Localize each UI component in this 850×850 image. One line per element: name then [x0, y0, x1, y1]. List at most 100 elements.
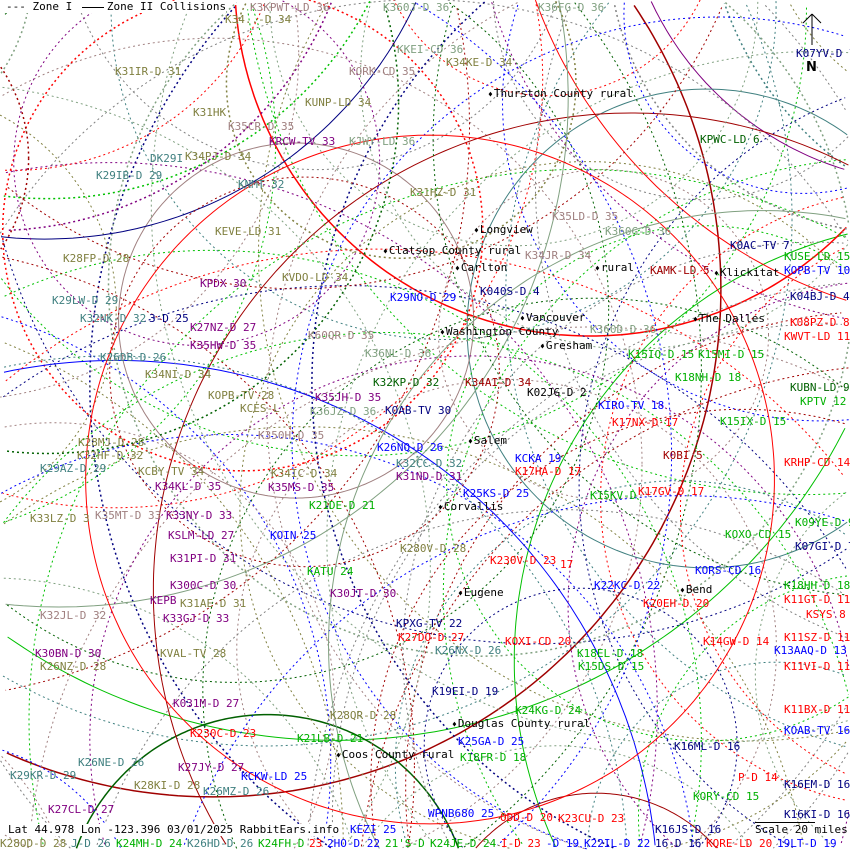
station-label[interactable]: K27NZ-D 27 — [190, 321, 257, 334]
station-label[interactable]: KORY-CD 15 — [693, 790, 760, 803]
station-label[interactable]: K26HD-D 26 — [187, 837, 254, 850]
station-label[interactable]: K33LZ-D 3 — [30, 512, 90, 525]
station-label[interactable]: KVDO-LD 34 — [282, 271, 349, 284]
station-label[interactable]: WPNB680 25 — [428, 807, 495, 820]
station-label[interactable]: K031M-D 27 — [173, 697, 240, 710]
station-label[interactable]: K04BJ-D 4 — [790, 290, 850, 303]
station-label[interactable]: K25KS-D 25 — [463, 487, 530, 500]
station-label[interactable]: K20EH-D 20 — [643, 597, 710, 610]
station-label[interactable]: K34..-D 34 — [225, 13, 292, 26]
station-label[interactable]: K31ND-D 31 — [396, 470, 463, 483]
station-label[interactable]: K33NY-D 33 — [166, 509, 233, 522]
station-label[interactable]: K22IL-D 22 — [584, 837, 651, 850]
station-label[interactable]: K33GJ-D 33 — [163, 612, 230, 625]
station-label[interactable]: KQRE-LD 20 — [706, 837, 773, 850]
station-label[interactable]: K0BI 5 — [663, 449, 703, 462]
station-label[interactable]: K32NK-D 32 — [80, 312, 147, 325]
station-label[interactable]: KOIN 25 — [270, 529, 317, 542]
station-label[interactable]: K11GT-D 11 — [784, 593, 850, 606]
station-label[interactable]: K19EI-D 19 — [432, 685, 499, 698]
station-label[interactable]: K350H-D 35 — [258, 429, 325, 442]
station-label[interactable]: K26NX-D 26 — [435, 644, 502, 657]
station-label[interactable]: 21'S-D — [385, 837, 425, 850]
station-label[interactable]: K18NH-D 18 — [675, 371, 742, 384]
station-label[interactable]: J-D 26 — [71, 837, 111, 850]
station-label[interactable]: K040S-D 4 — [480, 285, 540, 298]
station-label[interactable]: -D 19 — [546, 837, 580, 850]
station-label[interactable]: KNMT 32 — [238, 178, 285, 191]
station-label[interactable]: K26NZ-D 28 — [40, 660, 107, 673]
station-label[interactable]: K34KE-D 34 — [446, 56, 513, 69]
station-label[interactable]: KKEI-CD 36 — [397, 43, 464, 56]
station-label[interactable]: 16-D 16 — [655, 837, 702, 850]
station-label[interactable]: KSLM-LD 27 — [168, 529, 235, 542]
station-label[interactable]: K26NQ-D 26 — [377, 441, 444, 454]
station-label[interactable]: K29LW-D 29 — [52, 294, 119, 307]
station-label[interactable]: K28FP-D 28 — [63, 252, 130, 265]
station-label[interactable]: K11BX-D 11 — [784, 703, 850, 716]
station-label[interactable]: K31IR-D 31 — [115, 65, 182, 78]
station-label[interactable]: KORS-CD 16 — [695, 564, 762, 577]
station-label[interactable]: K27CL-D 27 — [48, 803, 115, 816]
station-label[interactable]: K29AZ-D 29 — [40, 462, 107, 475]
station-label[interactable]: KCBY-TV 34 — [138, 465, 205, 478]
station-label[interactable]: 3-D 25 — [149, 312, 189, 325]
station-label[interactable]: K11VI-D 11 — [784, 660, 850, 673]
station-label[interactable]: K15KV-D — [590, 489, 637, 502]
station-label[interactable]: K24FH-D — [258, 837, 305, 850]
station-label[interactable]: K18EL-D 18 — [577, 647, 644, 660]
station-label[interactable]: K31PI-D 31 — [170, 552, 237, 565]
station-label[interactable]: K35JH-D 35 — [315, 391, 382, 404]
station-label[interactable]: 17 — [560, 558, 574, 571]
station-label[interactable]: K21LB-D 21 — [297, 732, 364, 745]
station-label[interactable]: K15IX-D 15 — [720, 415, 787, 428]
station-label[interactable]: K17NX-D 17 — [612, 416, 679, 429]
station-label[interactable]: KVAL-TV 28 — [160, 647, 227, 660]
station-label[interactable]: KUSE-LD 15 — [784, 250, 850, 263]
station-label[interactable]: K31AE-D 31 — [180, 597, 247, 610]
station-label[interactable]: K07GI-D 7 — [795, 540, 850, 553]
station-label[interactable]: K34NI-D 34 — [145, 368, 212, 381]
station-label[interactable]: K16ML-D 16 — [674, 740, 741, 753]
station-label[interactable]: K24KG-D 24 — [515, 704, 582, 717]
station-label[interactable]: K34AI-D 34 — [465, 376, 532, 389]
station-label[interactable]: KCKW-LD 25 — [241, 770, 308, 783]
station-label[interactable]: K360D-D 36 — [590, 323, 657, 336]
station-label[interactable]: KPDX 30 — [200, 277, 247, 290]
station-label[interactable]: K28OD-D 28 — [0, 837, 67, 850]
station-label[interactable]: K23CU-D 23 — [558, 812, 625, 825]
station-label[interactable]: K15DS-D 15 — [578, 660, 645, 673]
station-label[interactable]: K34PJ-D 34 — [185, 150, 252, 163]
station-label[interactable]: KEVE-LD 31 — [215, 225, 282, 238]
station-label[interactable]: KOPB-TV 10 — [784, 264, 850, 277]
station-label[interactable]: K30BN-D 30 — [35, 647, 102, 660]
station-label[interactable]: K60QR-D 35 — [308, 329, 375, 342]
station-label[interactable]: K11SZ-D 11 — [784, 631, 850, 644]
station-label[interactable]: K02JG-D 2 — [527, 386, 587, 399]
station-label[interactable]: K25GA-D 25 — [458, 735, 525, 748]
station-label[interactable]: K28QR-D 28 — [330, 709, 397, 722]
station-label[interactable]: K300C-D 30 — [170, 579, 237, 592]
station-label[interactable]: K34KL-D 35 — [155, 480, 222, 493]
station-label[interactable]: K29KR-D 29 — [10, 769, 77, 782]
station-label[interactable]: P-D 14 — [738, 771, 778, 784]
station-label[interactable]: K26DB-D 26 — [100, 351, 167, 364]
station-label[interactable]: K29IB-D 29 — [96, 169, 163, 182]
station-label[interactable]: KOAB-TV 16 — [784, 724, 850, 737]
station-label[interactable]: 19LT-D 19 — [777, 837, 837, 850]
station-label[interactable]: K34JR-D 34 — [525, 249, 592, 262]
station-label[interactable]: K22KC-D 22 — [594, 579, 661, 592]
station-label[interactable]: K15MI-D 15 — [698, 348, 765, 361]
station-label[interactable]: KWVT-LD 11 — [784, 330, 850, 343]
station-label[interactable]: K28KI-D 28 — [134, 779, 201, 792]
station-label[interactable]: K27JY-D 27 — [178, 761, 245, 774]
station-label[interactable]: KSYS 8 — [806, 608, 846, 621]
station-label[interactable]: K34IC-D 34 — [271, 467, 338, 480]
station-label[interactable]: K35MS-D 35 — [268, 481, 335, 494]
station-label[interactable]: K28MJ-D 28 — [78, 436, 145, 449]
station-label[interactable]: K0AC-TV 7 — [730, 239, 790, 252]
station-label[interactable]: KOPB-TV 28 — [208, 389, 275, 402]
station-label[interactable]: K08PZ-D 8 — [790, 316, 850, 329]
station-label[interactable]: K16JS-D 16 — [655, 823, 722, 836]
